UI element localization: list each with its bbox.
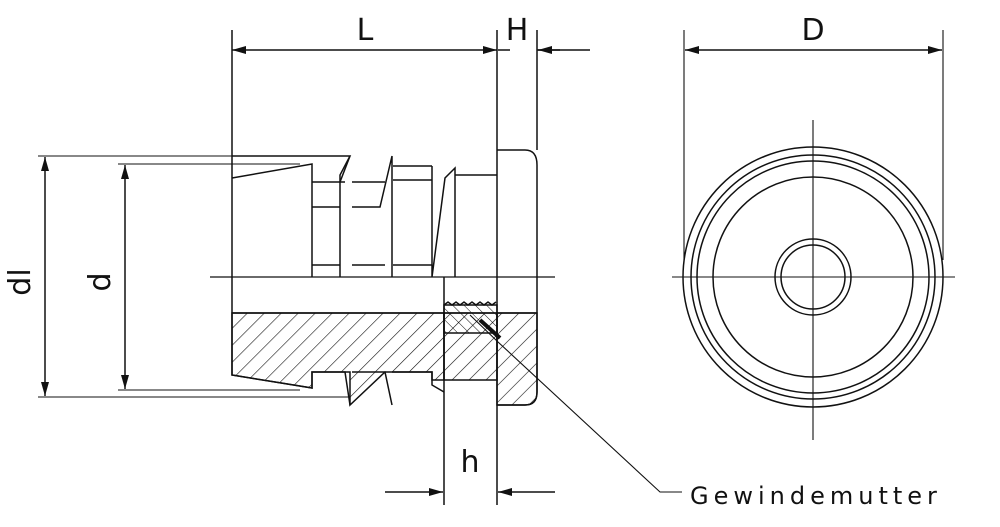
side-view bbox=[231, 30, 538, 505]
thread bbox=[443, 301, 497, 306]
section-hatch-body bbox=[231, 312, 445, 407]
label-dl: dl bbox=[3, 268, 38, 295]
dim-D bbox=[683, 30, 944, 260]
label-d: d bbox=[83, 272, 118, 291]
front-view bbox=[672, 120, 955, 440]
callout-gewindemutter: Gewindemutter bbox=[690, 482, 942, 510]
label-H: H bbox=[506, 13, 529, 48]
label-h: h bbox=[460, 445, 479, 480]
label-D: D bbox=[801, 13, 824, 48]
callout-leader bbox=[469, 314, 682, 493]
callout-arrow bbox=[478, 318, 502, 340]
label-L: L bbox=[357, 13, 374, 48]
